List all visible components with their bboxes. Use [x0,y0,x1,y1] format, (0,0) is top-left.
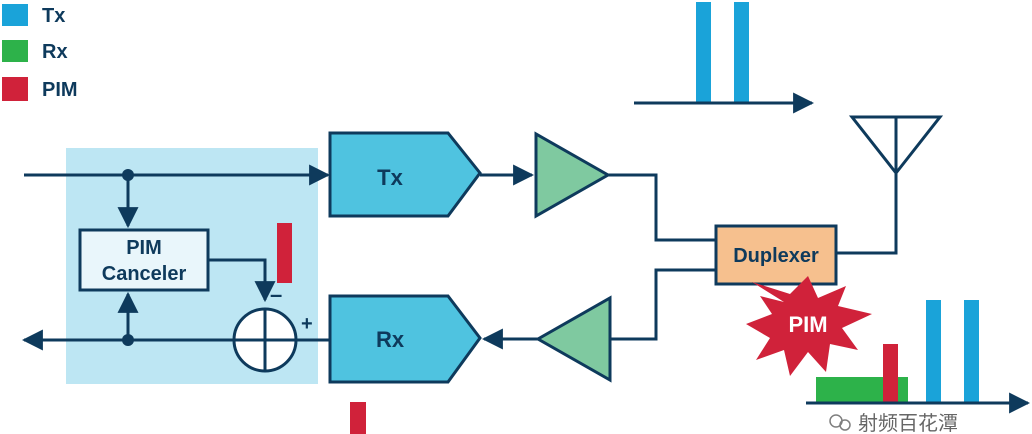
tx-amplifier [534,131,612,219]
tx-block-label: Tx [377,165,403,190]
rx-amplifier [534,295,612,383]
watermark: 射频百花潭 [829,411,958,434]
pim-spectrum-bar [883,344,898,403]
summer-minus-sign: – [270,282,282,307]
pim-canceler-label-line2: Canceler [102,263,187,285]
summer-plus-sign: + [301,313,313,335]
legend: Tx Rx PIM [2,4,78,101]
canceler-output-line [208,258,276,303]
duplexer-label: Duplexer [733,245,819,267]
watermark-text: 射频百花潭 [858,411,958,434]
legend-label-rx: Rx [42,41,68,63]
summer [232,307,298,373]
tx-block [328,131,482,218]
rx-block [328,294,482,384]
legend-swatch-rx [2,40,28,62]
legend-label-tx: Tx [42,5,65,27]
tx-spectrum-bar [926,300,941,403]
pim-estimate-bar [277,223,292,283]
legend-swatch-pim [2,77,28,101]
duplexer-block [714,224,838,286]
tx-spectrum [634,2,815,114]
tx-spectrum-bar [734,2,749,103]
pim-burst-label: PIM [788,312,827,337]
tx-amp-to-duplexer-line [608,173,716,242]
tx-spectrum-bar [964,300,979,403]
pim-residual-bar [350,402,366,434]
duplexer-to-antenna-line [836,173,898,255]
rx-block-label: Rx [376,327,405,352]
received-spectrum [806,300,1031,414]
wechat-icon [839,419,851,431]
tx-spectrum-bar [696,2,711,103]
legend-swatch-tx [2,4,28,26]
pim-burst [746,276,872,376]
duplexer-to-rx-amp-line [610,268,716,341]
legend-label-pim: PIM [42,79,78,101]
pim-canceler-label-line1: PIM [126,237,162,259]
